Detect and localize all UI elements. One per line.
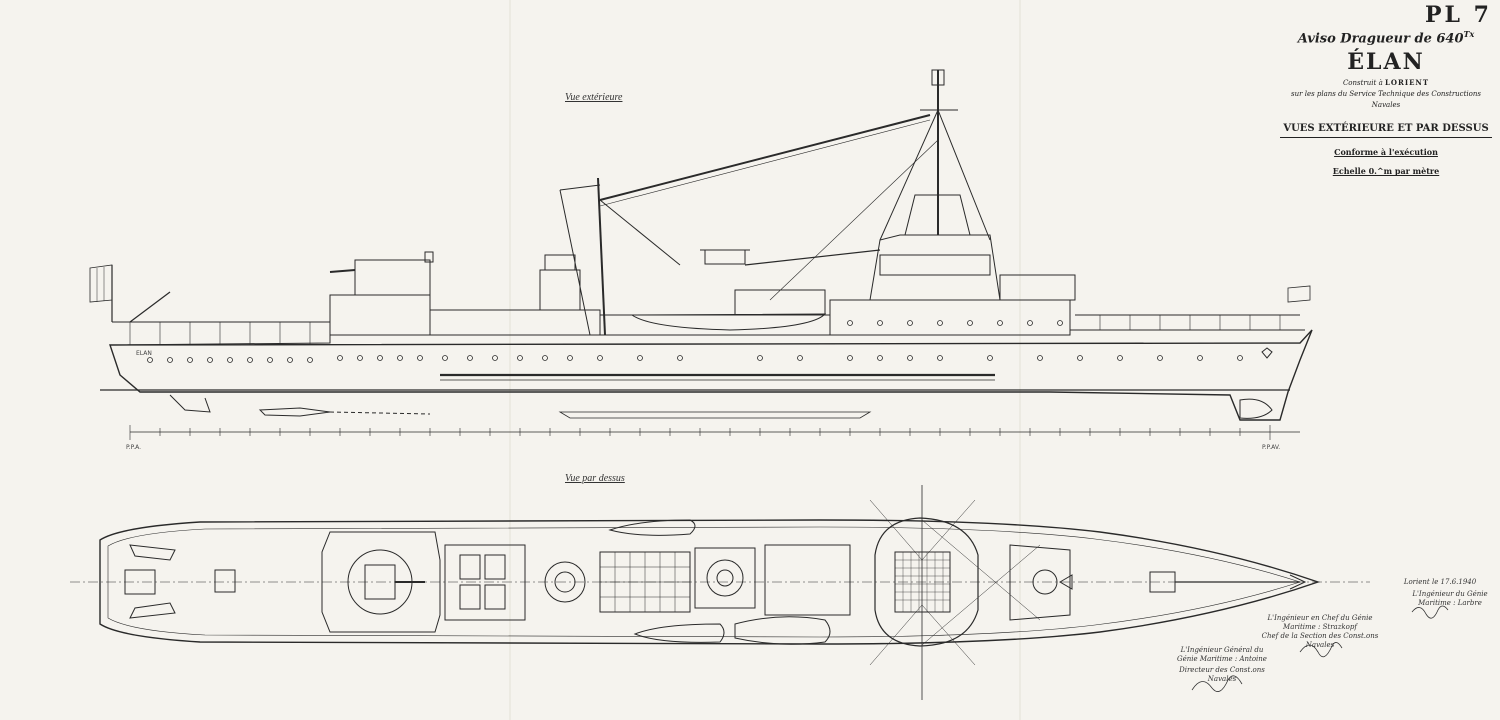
built-prefix: Construit à <box>1342 79 1383 88</box>
exterior-view <box>89 69 1313 421</box>
portholes <box>147 320 1243 363</box>
signature-chief-engineer: L'Ingénieur en Chef du Génie Maritime : … <box>1267 614 1373 631</box>
exterior-view-label: Vue extérieure <box>565 92 623 103</box>
top-view <box>70 485 1370 700</box>
ship-type: Aviso Dragueur de 640Tx <box>1280 26 1492 47</box>
scale-note: Echelle 0.^m par mètre <box>1332 166 1440 177</box>
signature-date: Lorient le 17.6.1940 <box>1403 578 1477 586</box>
aft-perpendicular-label: P.P.A. <box>126 444 142 451</box>
views-title: VUES EXTÉRIEURE ET PAR DESSUS <box>1280 123 1492 139</box>
frame-scale <box>129 425 1300 440</box>
signature-chief-section: Chef de la Section des Const.ons Navales <box>1261 632 1379 649</box>
built-place: LORIENT <box>1384 78 1430 88</box>
signature-director: Directeur des Const.ons Navales <box>1179 666 1265 683</box>
ship-type-text: Aviso Dragueur de 640 <box>1297 31 1464 47</box>
signature-general-engineer: L'Ingénieur Général du Génie Maritime : … <box>1177 646 1267 663</box>
fwd-perpendicular-label: P.P.AV. <box>1262 444 1281 451</box>
ship-name: ÉLAN <box>1347 49 1425 76</box>
title-block: PL 7 Aviso Dragueur de 640Tx ÉLAN Constr… <box>1280 4 1492 176</box>
built-on-plans: sur les plans du Service Technique des C… <box>1291 90 1481 110</box>
top-view-label: Vue par dessus <box>565 473 625 484</box>
signature-engineer-right: L'Ingénieur du Génie Maritime : Larbre <box>1412 590 1488 607</box>
bridge-grating <box>895 552 950 612</box>
conformity-note: Conforme à l'exécution <box>1334 147 1438 158</box>
stern-name-marking: ELAN <box>136 350 152 357</box>
signature-scribbles <box>1191 605 1449 692</box>
ship-type-unit: Tx <box>1463 29 1475 39</box>
built-line: Construit à LORIENT <box>1280 77 1492 89</box>
plate-number: PL 7 <box>1425 2 1492 28</box>
